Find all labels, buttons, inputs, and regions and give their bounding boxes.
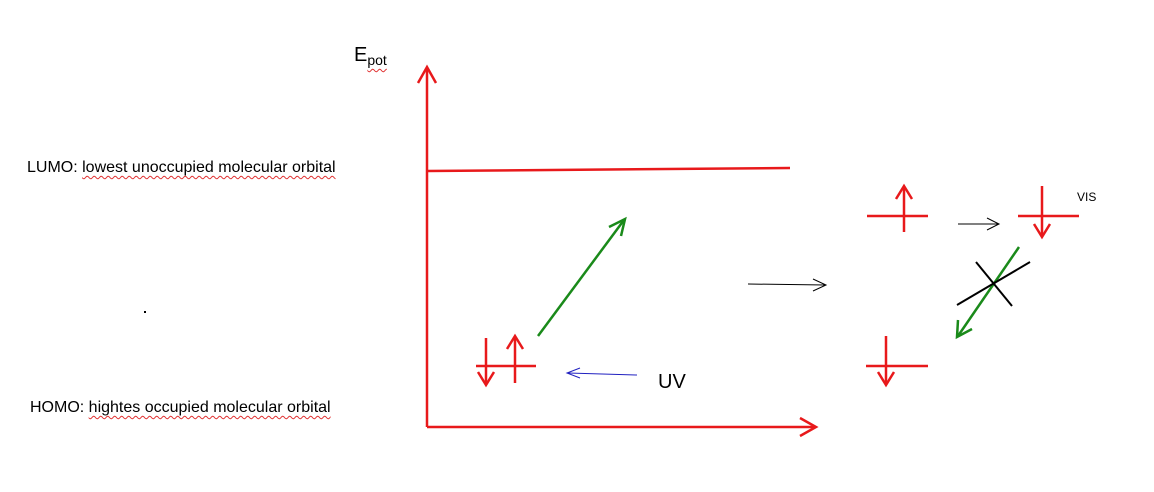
lumo-text: lowest unoccupied molecular orbital [82,159,336,176]
stray-dot [144,311,146,313]
uv-arrow-head [565,367,581,379]
uv-label: UV [658,371,686,393]
spin-flip-arrow-head [986,217,1001,231]
process-arrow-head [812,278,828,292]
forbidden-return-arrow [956,246,1021,337]
excitation-arrow [536,219,626,337]
triplet-electron-down-head [1032,223,1052,240]
electron-spin-down-head [476,371,496,388]
excitation-arrow-head [608,216,627,237]
energy-axis-sub: pot [367,52,387,68]
homo-text: hightes occupied molecular orbital [88,399,331,416]
energy-axis-label: Epot [354,44,387,68]
energy-axis-main: E [354,44,368,66]
lumo-prefix: LUMO: [27,159,83,176]
forbidden-return-arrow-head [955,319,973,340]
homo-label: HOMO: hightes occupied molecular orbital [30,399,331,417]
homo-prefix: HOMO: [30,399,89,416]
x-axis-arrowhead [799,416,819,438]
excited-electron-down-head [876,371,896,388]
vis-label: VIS [1077,190,1097,204]
lumo-level-line [426,166,791,173]
forbidden-cross-b [956,261,1031,306]
lumo-label: LUMO: lowest unoccupied molecular orbita… [27,159,336,177]
electron-spin-up-head [505,333,525,350]
excited-electron-up-head [894,183,914,200]
y-axis-arrowhead [416,64,438,84]
process-arrow [747,283,826,286]
uv-arrow [567,372,638,376]
